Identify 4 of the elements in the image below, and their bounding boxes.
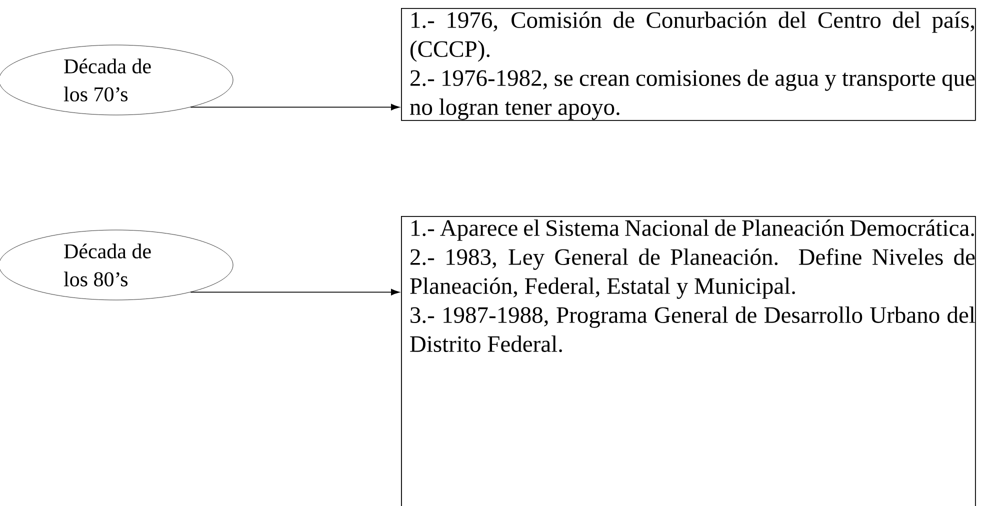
text-box: 1.- 1976, Comisión de Conurbación del Centro del país, (CCCP). 2.- 1976-1982, se crean comisiones de agua y transporte que no logran tener apoyo. [401, 8, 976, 121]
arrow [190, 104, 400, 110]
text-box: 1.- Aparece el Sistema Nacional de Planeación Democrática. 2.- 1983, Ley General de Planeación. Define Niveles de Planeación, Federal, Estatal y Municipal. 3.- 1987-1988, Programa General de Desarrollo Urbano del Distrito Federal. [401, 216, 976, 506]
arrow [190, 288, 400, 296]
